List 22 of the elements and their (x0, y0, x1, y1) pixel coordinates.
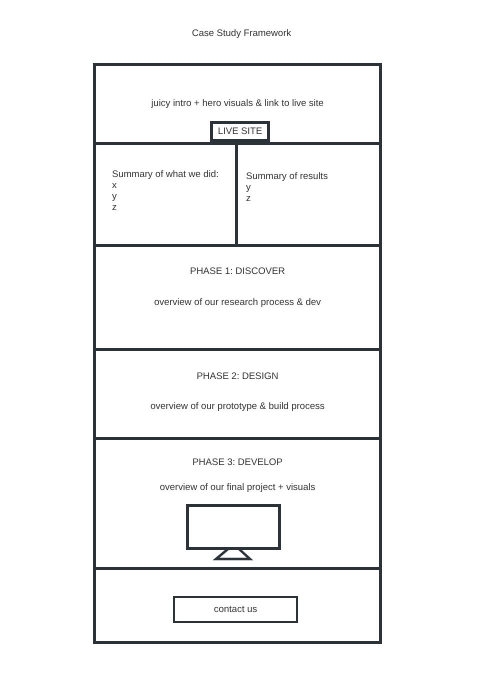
section-text: Summary of results (246, 171, 328, 182)
section-text: overview of our final project + visuals (158, 482, 316, 493)
section-text: z (246, 193, 251, 204)
section-heading: PHASE 2: DESIGN (196, 371, 280, 382)
section-text: y (246, 182, 251, 193)
contact-section (93, 567, 382, 644)
phase-section (93, 348, 382, 440)
section-heading: PHASE 1: DISCOVER (188, 266, 286, 277)
section-text: juicy intro + hero visuals & link to live site (150, 98, 325, 109)
section-text: x (112, 180, 117, 191)
section-heading: PHASE 3: DEVELOP (191, 457, 284, 468)
section-text: overview of our prototype & build process (149, 401, 326, 412)
phase-section (93, 244, 382, 351)
intro-section (93, 63, 382, 145)
phase-section (93, 437, 382, 570)
section-text: Summary of what we did: (112, 169, 219, 180)
section-text: overview of our research process & dev (153, 297, 322, 308)
live-site-button: LIVE SITE (210, 121, 270, 142)
contact-button: contact us (173, 596, 298, 623)
section-text: y (112, 191, 117, 202)
page-title: Case Study Framework (190, 28, 292, 39)
section-text: z (112, 202, 117, 213)
